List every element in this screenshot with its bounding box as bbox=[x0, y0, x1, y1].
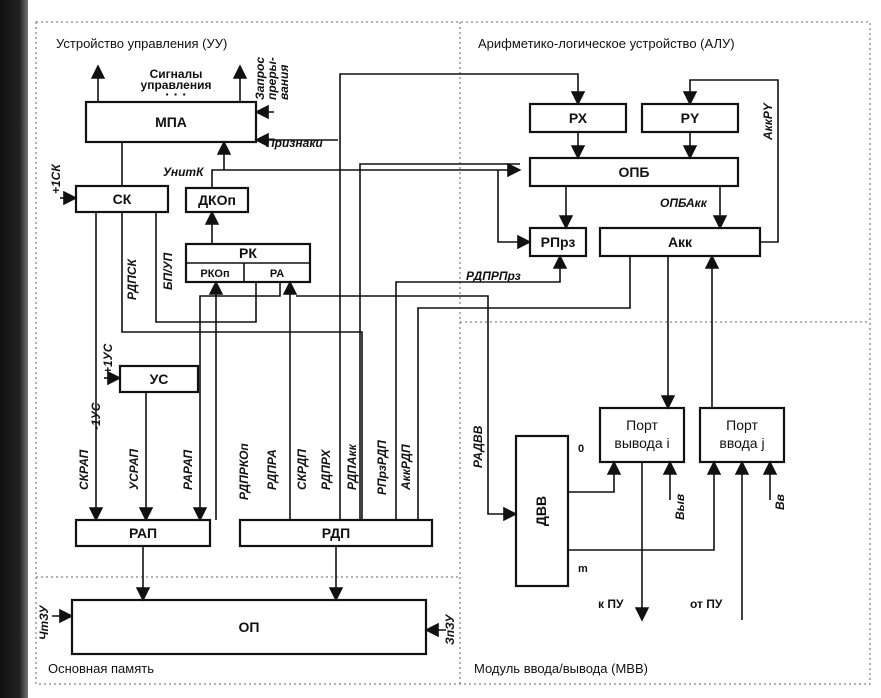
rk-label: РК bbox=[239, 245, 257, 261]
interrupt-request-label-1: Запрос bbox=[253, 57, 267, 100]
signal-bpup: БП/УП bbox=[161, 252, 175, 290]
mpa-block bbox=[84, 100, 258, 144]
control-signals-label-1: Сигналы bbox=[150, 67, 203, 81]
sk-label: СК bbox=[113, 191, 132, 207]
mpa-label: МПА bbox=[155, 114, 187, 130]
dkop-label: ДКОп bbox=[198, 192, 236, 208]
op-label: ОП bbox=[239, 619, 260, 635]
signal-chtzu: ЧтЗУ bbox=[37, 605, 51, 640]
signal-rdprkop: РДПРКОп bbox=[237, 443, 251, 500]
section-title-main-memory: Основная память bbox=[48, 661, 154, 676]
region-borders bbox=[35, 21, 871, 685]
akk-block bbox=[598, 226, 762, 258]
op-block bbox=[70, 598, 428, 656]
section-title-alu: Арифметико-логическое устройство (АЛУ) bbox=[478, 36, 735, 51]
signal-zpzu: ЗпЗУ bbox=[443, 614, 457, 645]
port-out-label-1: Порт bbox=[626, 417, 658, 433]
signal-skrdp: СКРДП bbox=[295, 449, 309, 490]
signal-plus1sk: +1СК bbox=[49, 163, 63, 194]
control-signals-label-2: управления bbox=[141, 78, 212, 92]
opb-block bbox=[528, 156, 740, 188]
unitk-label: УнитК bbox=[163, 165, 205, 179]
signal-plus1us: +1УС bbox=[101, 343, 115, 374]
signal-rdprx: РДПРХ bbox=[319, 449, 333, 490]
opbakk-label: ОПБАкк bbox=[660, 196, 708, 210]
section-title-control-unit: Устройство управления (УУ) bbox=[56, 36, 227, 51]
signal-rprzrdp: РПрзРДП bbox=[375, 440, 389, 495]
signal-labels: +1СК РДПСК БП/УП +1УС -1УС СКРАП УСРАП Р… bbox=[37, 102, 787, 645]
signal-akkry: АккРY bbox=[761, 102, 775, 141]
interrupt-request-label-2: преры- bbox=[265, 57, 279, 100]
signal-rarap: РАРАП bbox=[181, 449, 195, 490]
port-m-label: m bbox=[578, 563, 588, 575]
signal-usrap: УСРАП bbox=[127, 449, 141, 490]
port-out-label-2: вывода i bbox=[614, 435, 669, 451]
rx-label: РХ bbox=[569, 110, 588, 126]
to-pu-label: к ПУ bbox=[598, 597, 624, 611]
signal-vyv: Выв bbox=[673, 494, 687, 520]
section-title-io-module: Модуль ввода/вывода (МВВ) bbox=[474, 661, 648, 676]
rkop-label: РКОп bbox=[200, 268, 229, 280]
connection-lines bbox=[52, 64, 779, 638]
signal-rdpakk: РДПАкк bbox=[345, 443, 359, 490]
rap-label: РАП bbox=[129, 525, 157, 541]
signal-rdprprz: РДПРПрз bbox=[466, 269, 521, 283]
interrupt-request-label-3: вания bbox=[277, 65, 291, 100]
rdp-label: РДП bbox=[322, 525, 351, 541]
signal-rdpsk: РДПСК bbox=[125, 257, 139, 300]
signal-rdpra: РДПРА bbox=[265, 449, 279, 490]
outer-border bbox=[35, 21, 871, 685]
opb-label: ОПБ bbox=[618, 164, 649, 180]
port-zero-label: 0 bbox=[578, 443, 584, 455]
signal-radvv: РАДВВ bbox=[471, 425, 485, 468]
dvv-label: ДВВ bbox=[533, 496, 549, 526]
signal-akkrdp: АккРДП bbox=[399, 444, 413, 491]
flags-label: Признаки bbox=[266, 136, 323, 150]
port-in-label-2: ввода j bbox=[719, 435, 764, 451]
signal-skrap: СКРАП bbox=[77, 449, 91, 490]
port-in-label-1: Порт bbox=[726, 417, 758, 433]
ra-label: РА bbox=[270, 268, 284, 280]
akk-label: Акк bbox=[668, 234, 693, 250]
us-block bbox=[118, 364, 200, 394]
control-signals-dots: · · · bbox=[165, 86, 187, 102]
port-out-block bbox=[598, 406, 686, 464]
dkop-block bbox=[184, 186, 250, 214]
us-label: УС bbox=[150, 371, 169, 387]
rprz-label: РПрз bbox=[541, 234, 576, 250]
rprz-block bbox=[528, 226, 588, 258]
signal-vv: Вв bbox=[773, 494, 787, 510]
signal-minus1us: -1УС bbox=[89, 402, 103, 430]
from-pu-label: от ПУ bbox=[690, 597, 723, 611]
ry-label: РY bbox=[681, 110, 700, 126]
scan-dark-edge bbox=[0, 0, 28, 698]
